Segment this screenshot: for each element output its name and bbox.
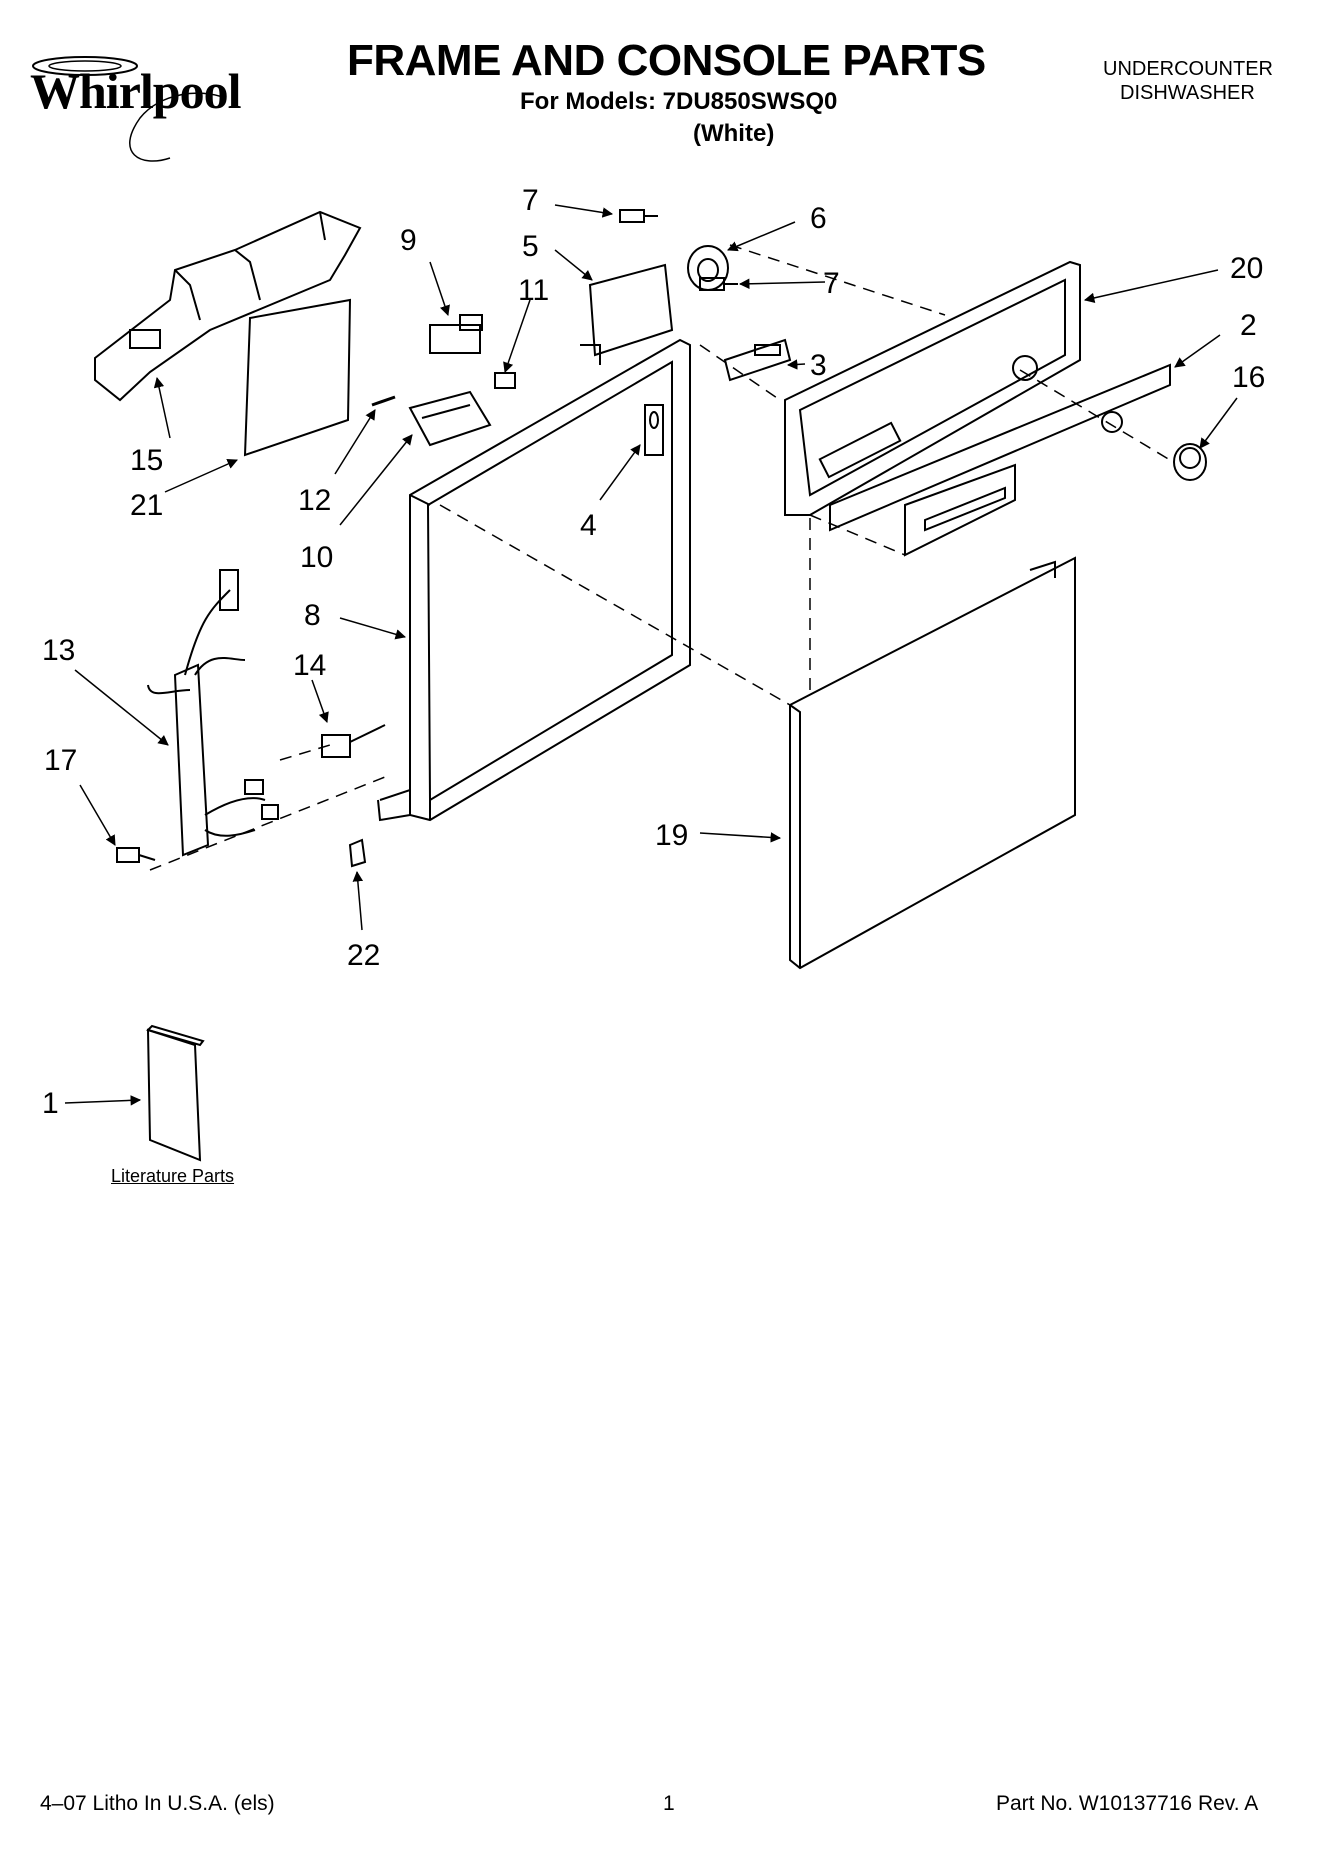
callout-6: 6 [810,202,827,235]
callout-10: 10 [300,541,333,574]
callout-20: 20 [1230,252,1263,285]
callout-11: 11 [518,274,549,307]
part-5-switch-module [580,263,674,365]
part-16-console-housing [94,210,362,402]
callout-7-mid: 7 [823,267,840,300]
footer-litho: 4–07 Litho In U.S.A. (els) [40,1792,275,1815]
callout-21: 21 [130,489,163,522]
callout-1: 1 [42,1087,59,1120]
assembly-dashed-lines [149,244,1171,871]
part-3-bracket [723,338,792,382]
literature-parts-label: Literature Parts [111,1166,235,1186]
color-variant: (White) [693,120,775,147]
product-type-line1: UNDERCOUNTER [1103,58,1273,80]
callout-13: 13 [42,634,75,667]
part-14-switch [321,724,386,758]
callout-8: 8 [304,599,321,632]
part-10-holder [408,390,492,447]
part-19-door-panel [789,556,1076,970]
part-7-screw-top [619,209,658,223]
callout-16: 15 [130,444,163,477]
part-9-bracket [429,314,483,354]
part-22-clip [348,838,367,868]
part-15-screw [116,847,156,863]
part-2-control-overlay [829,363,1171,532]
callout-9: 9 [400,224,417,257]
callout-labels: 7 6 9 5 11 7 20 2 3 16 15 21 12 4 10 8 1… [42,184,1265,1120]
callout-22: 22 [347,939,380,972]
part-1-literature [146,1024,205,1162]
part-4-hinge [644,404,664,456]
part-13-wire-harness [147,569,279,857]
whirlpool-logo [32,56,226,162]
callout-17: 16 [1232,361,1265,394]
leader-arrows [64,204,1238,1106]
part-overlay-lower [904,463,1016,557]
model-line: For Models: 7DU850SWSQ0 [520,88,838,115]
part-6-knob [687,245,729,291]
product-type-line2: DISHWASHER [1120,82,1255,104]
callout-7-top: 7 [522,184,539,217]
callout-4: 4 [580,509,597,542]
brand-wordmark: Whirlpool [30,63,241,119]
callout-12: 12 [298,484,331,517]
part-21-insulation [243,298,352,457]
part-17-knob [1173,443,1207,481]
page-number: 1 [663,1792,675,1815]
part-8-frame [377,338,691,822]
callout-14: 14 [293,649,326,682]
callout-19: 19 [655,819,688,852]
part-11-clip [494,372,516,389]
callout-3: 3 [810,349,827,382]
part-number: Part No. W10137716 Rev. A [996,1792,1259,1815]
page-title: FRAME AND CONSOLE PARTS [347,36,986,85]
part-20-console-panel [784,260,1081,516]
callout-15: 17 [44,744,77,777]
callout-5: 5 [522,230,539,263]
part-12-clip [371,395,396,407]
callout-2: 2 [1240,309,1257,342]
